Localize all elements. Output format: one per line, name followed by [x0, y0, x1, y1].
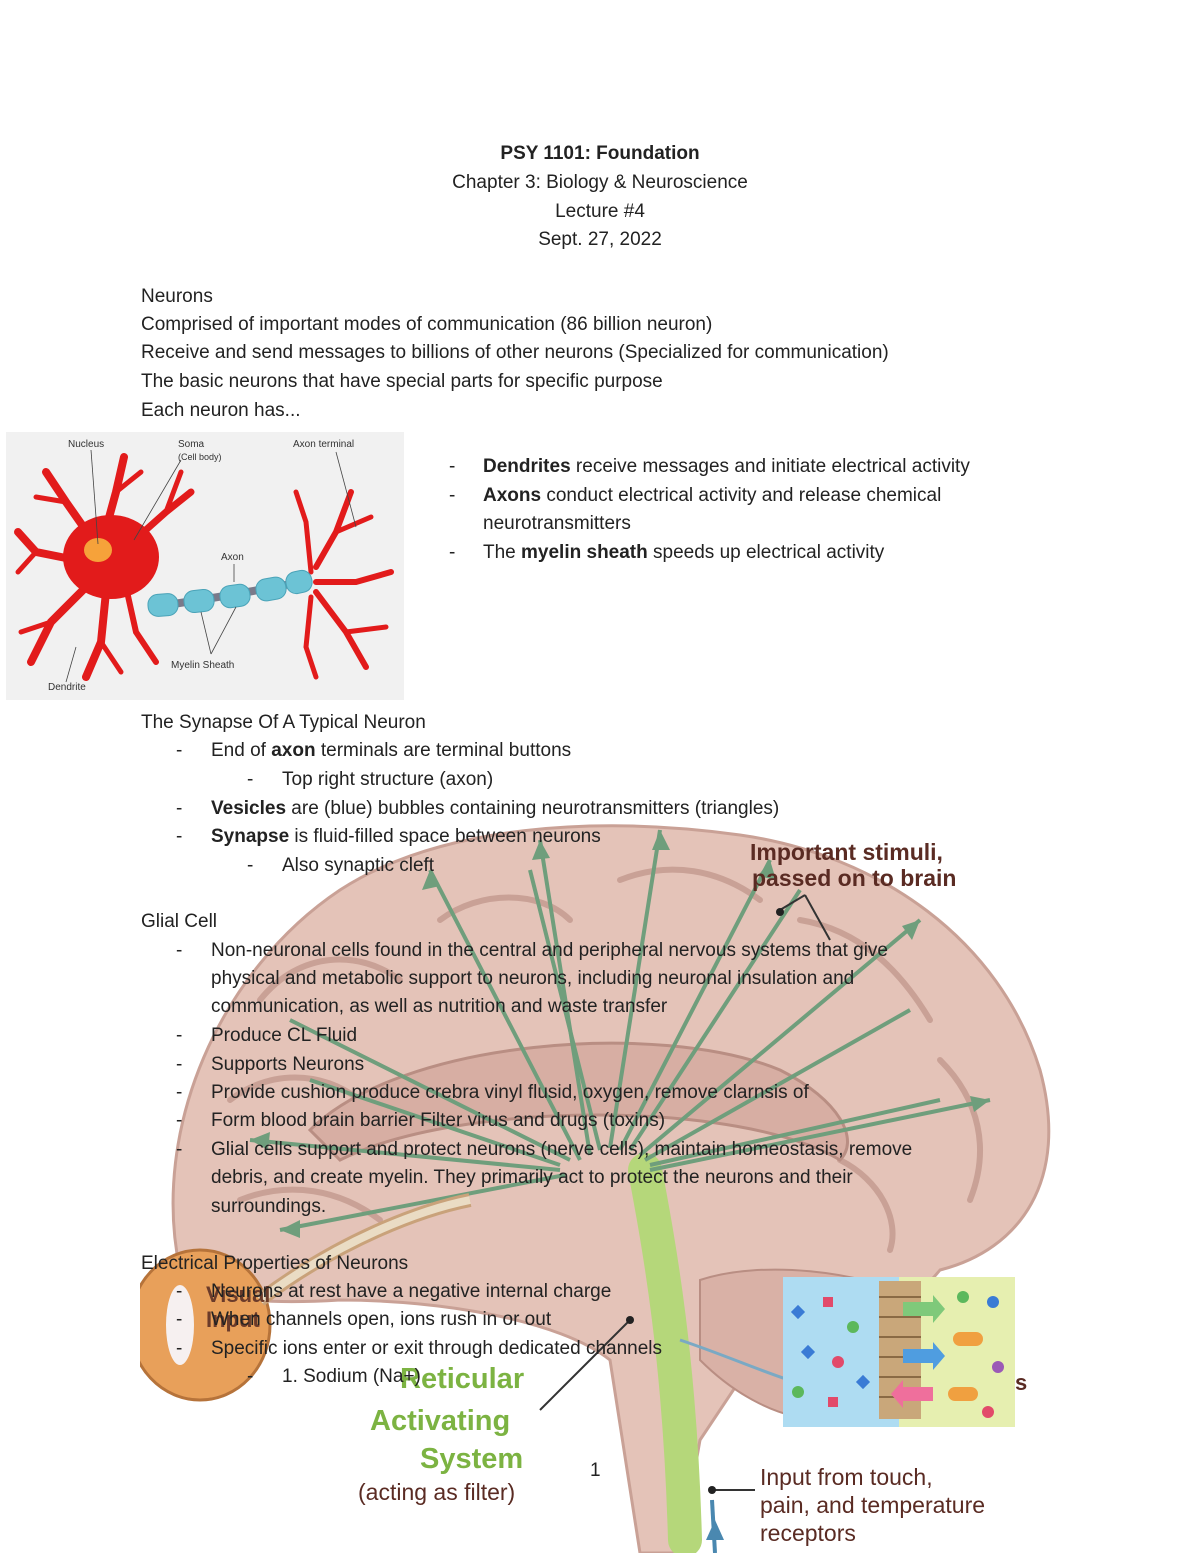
label-dendrite: Dendrite [48, 682, 86, 693]
label-receptors: receptors [760, 1520, 856, 1546]
glial-item: Glial cells support and protect neurons … [211, 1139, 913, 1160]
synapse-dash: - [176, 826, 183, 847]
electrical-subitem: 1. Sodium (Na+) [282, 1366, 421, 1387]
label-input: Input [206, 1307, 260, 1332]
neuron-bullet-dendrites: Dendrites receive messages and initiate … [483, 456, 970, 477]
glial-item: Provide cushion produce crebra vinyl flu… [211, 1082, 809, 1103]
glial-item: Produce CL Fluid [211, 1025, 358, 1046]
electrical-dash: - [176, 1281, 183, 1302]
label-activating: Activating [370, 1405, 510, 1437]
neuron-bullet-dash: - [449, 542, 456, 563]
synapse-subitem: Top right structure (axon) [282, 769, 494, 790]
label-soma: Soma [178, 439, 205, 450]
label-cell-body: (Cell body) [178, 452, 222, 462]
label-input-from-touch: Input from touch, [760, 1464, 933, 1490]
neurons-line: Each neuron has... [141, 400, 301, 421]
label-passed-on-to-brain: passed on to brain [752, 865, 956, 891]
electrical-item: Specific ions enter or exit through dedi… [211, 1338, 662, 1359]
synapse-item-vesicles: Vesicles are (blue) bubbles containing n… [211, 798, 780, 819]
label-nucleus: Nucleus [68, 439, 104, 450]
neurons-line: The basic neurons that have special part… [141, 371, 663, 392]
synapse-dash: - [247, 769, 254, 790]
neuron-diagram: Nucleus Soma (Cell body) Axon terminal A… [6, 432, 404, 700]
synapse-heading: The Synapse Of A Typical Neuron [141, 712, 426, 733]
glial-item: Supports Neurons [211, 1054, 365, 1075]
neuron-bullet-dash: - [449, 485, 456, 506]
label-system: System [420, 1443, 523, 1475]
lecture-date: Sept. 27, 2022 [538, 229, 662, 250]
synapse-dash: - [247, 855, 254, 876]
label-axon: Axon [221, 552, 244, 563]
neurons-line: Comprised of important modes of communic… [141, 314, 713, 335]
synapse-dash: - [176, 740, 183, 761]
glial-item: Form blood brain barrier Filter virus an… [211, 1110, 666, 1131]
label-axon-terminal: Axon terminal [293, 439, 354, 450]
electrical-item: When channels open, ions rush in or out [211, 1309, 552, 1330]
glial-dash: - [176, 1082, 183, 1103]
glial-item: communication, as well as nutrition and … [211, 996, 668, 1017]
glial-dash: - [176, 1054, 183, 1075]
glial-item: debris, and create myelin. They primaril… [211, 1167, 853, 1188]
glial-item: physical and metabolic support to neuron… [211, 968, 855, 989]
neuron-bullet-dash: - [449, 456, 456, 477]
glial-dash: - [176, 1110, 183, 1131]
neuron-bullet-continuation: neurotransmitters [483, 513, 631, 534]
glial-dash: - [176, 1139, 183, 1160]
lecture-number: Lecture #4 [555, 201, 645, 222]
label-s: s [1015, 1370, 1027, 1395]
electrical-item: Neurons at rest have a negative internal… [211, 1281, 612, 1302]
neurons-heading: Neurons [141, 286, 213, 307]
page-number: 1 [590, 1460, 601, 1481]
electrical-dash: - [247, 1366, 254, 1387]
chapter-title: Chapter 3: Biology & Neuroscience [452, 172, 748, 193]
synapse-item-axon: End of axon terminals are terminal butto… [211, 740, 572, 761]
neuron-bullet-axons: Axons conduct electrical activity and re… [483, 485, 942, 506]
glial-dash: - [176, 1025, 183, 1046]
neuron-bullet-myelin: The myelin sheath speeds up electrical a… [483, 542, 885, 563]
glial-dash: - [176, 940, 183, 961]
glial-item: Non-neuronal cells found in the central … [211, 940, 888, 961]
electrical-dash: - [176, 1309, 183, 1330]
neurons-line: Receive and send messages to billions of… [141, 342, 889, 363]
label-reticular: Reticular [400, 1363, 524, 1395]
electrical-dash: - [176, 1338, 183, 1359]
label-pain-and-temperature: pain, and temperature [760, 1492, 985, 1518]
label-important-stimuli: Important stimuli, [750, 839, 943, 865]
label-acting-as-filter: (acting as filter) [358, 1479, 515, 1505]
synapse-subitem: Also synaptic cleft [282, 855, 435, 876]
label-myelin-sheath: Myelin Sheath [171, 660, 234, 671]
electrical-heading: Electrical Properties of Neurons [141, 1253, 409, 1274]
label-visual: Visual [206, 1282, 270, 1307]
glial-item: surroundings. [211, 1196, 327, 1217]
glial-heading: Glial Cell [141, 911, 218, 932]
ion-channel-diagram [783, 1277, 1015, 1427]
course-title: PSY 1101: Foundation [500, 143, 700, 164]
synapse-item-synapse: Synapse is fluid-filled space between ne… [211, 826, 601, 847]
synapse-dash: - [176, 798, 183, 819]
